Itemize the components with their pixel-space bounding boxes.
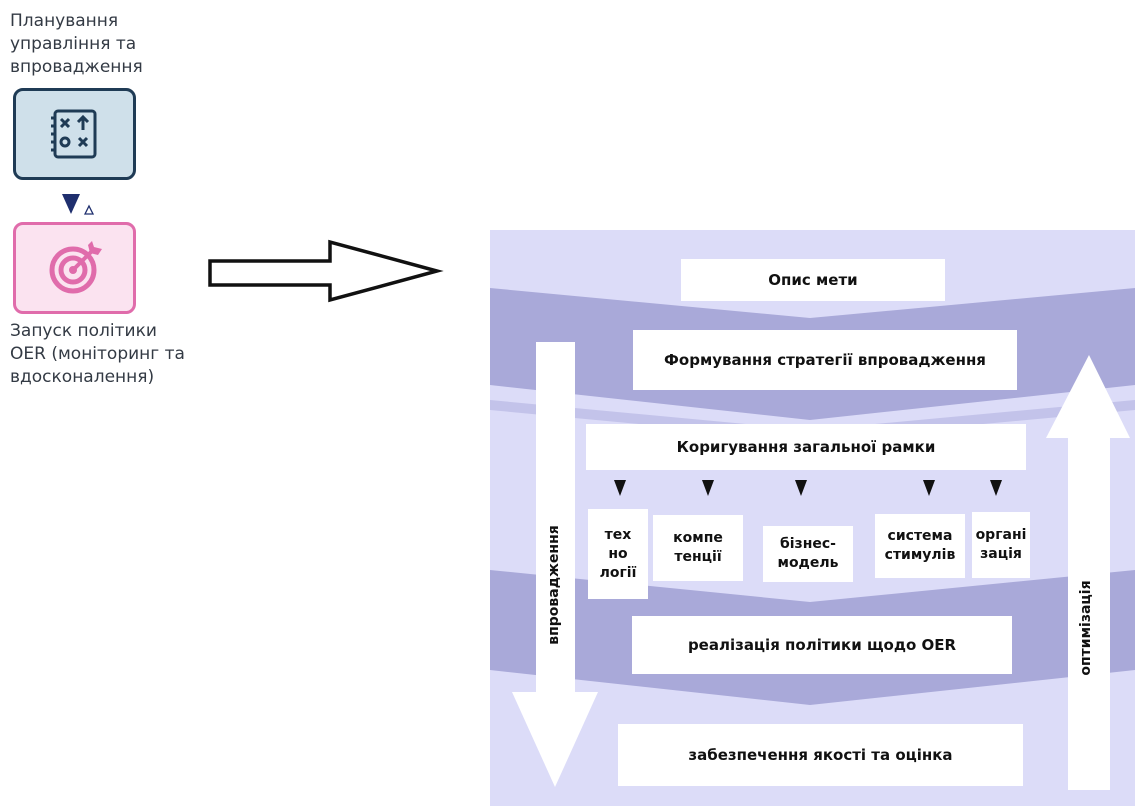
component-organization: органі зація xyxy=(972,512,1030,578)
plan-card[interactable] xyxy=(13,88,136,180)
plan-label: Планування управління та впровадження xyxy=(10,11,143,77)
component-business-model: бізнес- модель xyxy=(763,526,853,582)
up-arrow-icon xyxy=(1046,355,1130,790)
quality-box: забезпечення якості та оцінка xyxy=(618,724,1023,786)
target-icon xyxy=(49,241,102,294)
goal-box: Опис мети xyxy=(681,259,945,301)
component-competencies: компе тенції xyxy=(653,515,743,581)
optimization-arrow-label: оптимізація xyxy=(1078,580,1094,676)
down-arrow-icon xyxy=(512,342,598,787)
implementation-box: реалізація політики щодо OER xyxy=(632,616,1012,674)
flow-down-icon xyxy=(62,194,95,215)
strategy-box: Формування стратегії впровадження xyxy=(633,330,1017,390)
arrow-to-incentives-icon xyxy=(923,480,935,496)
component-incentive-system: система стимулів xyxy=(875,514,965,578)
launch-card[interactable] xyxy=(13,222,136,314)
arrow-to-organization-icon xyxy=(990,480,1002,496)
strategy-plan-icon xyxy=(50,109,96,159)
implementation-arrow-label: впровадження xyxy=(546,525,562,645)
framework-box: Коригування загальної рамки xyxy=(586,424,1026,470)
arrow-to-business-model-icon xyxy=(795,480,807,496)
oer-policy-diagram: впровадження оптимізація Опис мети Форму… xyxy=(490,230,1135,806)
arrow-to-technologies-icon xyxy=(614,480,626,496)
big-right-arrow-icon xyxy=(208,239,444,303)
component-technologies: тех но логії xyxy=(588,509,648,599)
launch-label: Запуск політики OER (моніторинг та вдоск… xyxy=(10,321,185,387)
arrow-to-competencies-icon xyxy=(702,480,714,496)
